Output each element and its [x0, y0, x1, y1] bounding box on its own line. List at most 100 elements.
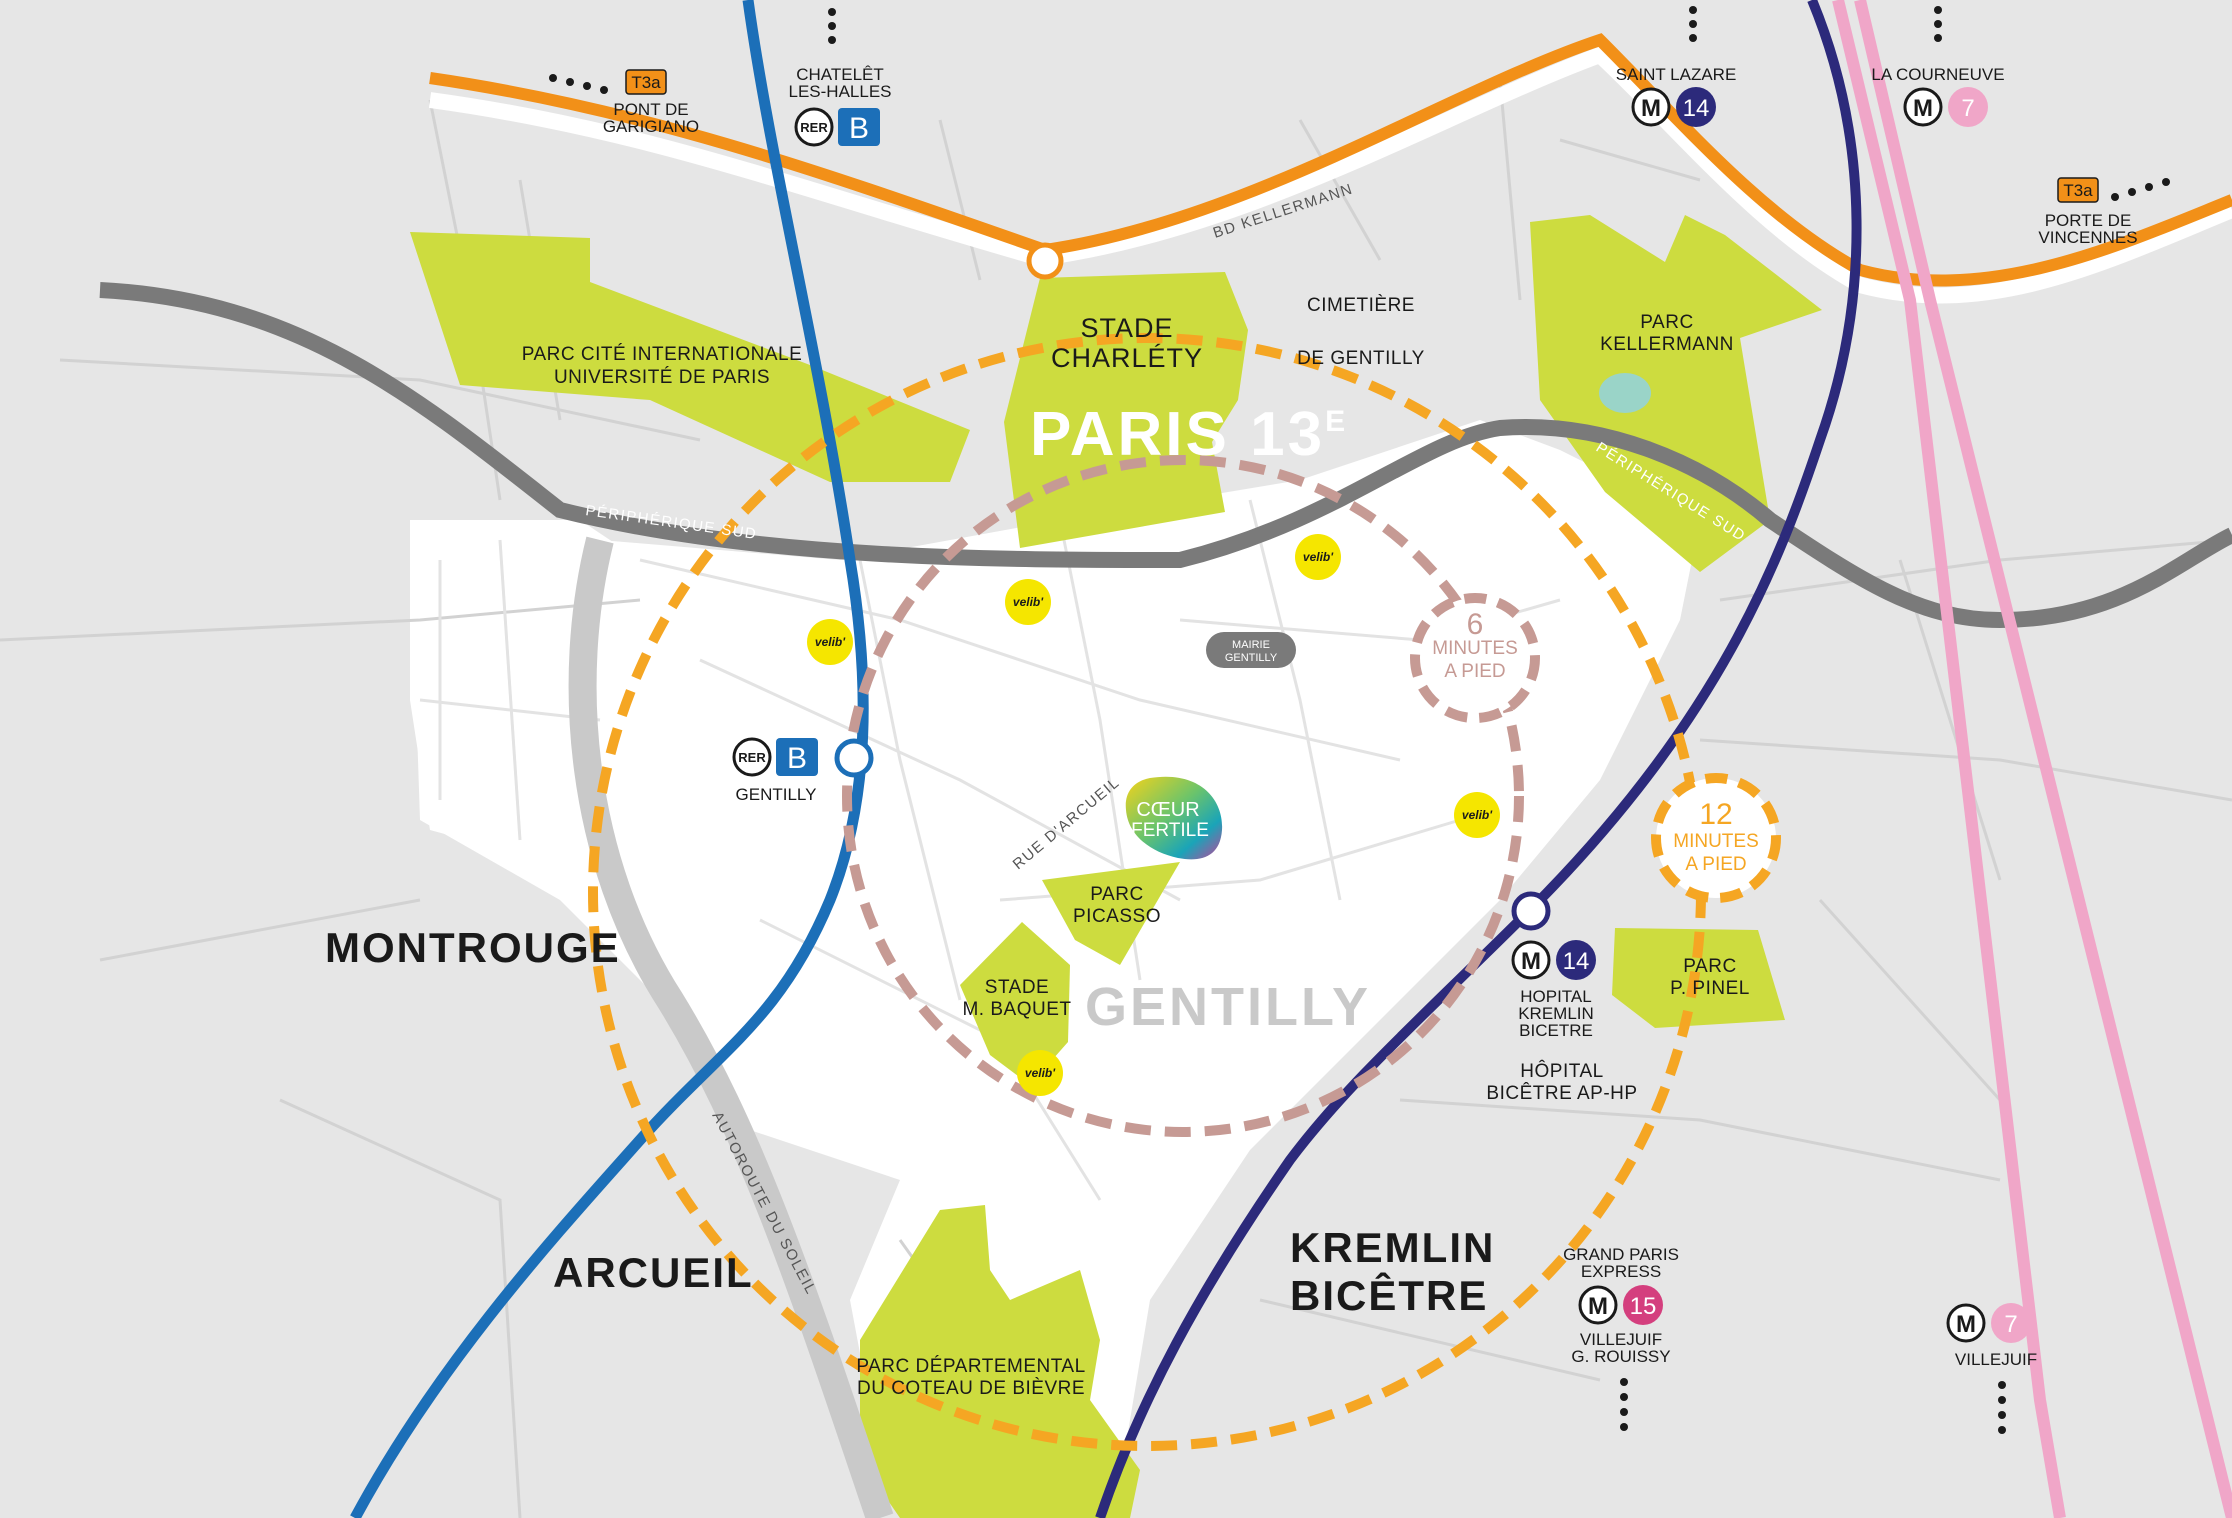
rer-line-badge — [838, 108, 880, 146]
station-tram-charlety — [1026, 242, 1064, 280]
walk-12-badge: 12 MINUTES A PIED — [1651, 773, 1781, 903]
station-label-gpe-1: GRAND PARIS — [1563, 1245, 1679, 1264]
park-label-cite-2: UNIVERSITÉ DE PARIS — [554, 367, 770, 388]
station-pont-garigliano: T3a PONT DE GARIGIANO — [603, 69, 699, 136]
station-label: LA COURNEUVE — [1871, 65, 2004, 84]
station-label-2: GARIGIANO — [603, 117, 699, 136]
velib-stations: velib' velib' velib' velib' velib' — [807, 534, 1500, 1096]
velib-icon: velib' — [807, 619, 853, 665]
city-paris: PARIS 13E — [1030, 400, 1348, 469]
metro-badge — [1903, 87, 1943, 127]
line-14-label: 14 — [1563, 948, 1590, 975]
svg-text:velib': velib' — [1462, 808, 1493, 822]
line-14-badge — [1676, 87, 1716, 127]
svg-text:velib': velib' — [1013, 595, 1044, 609]
station-saint-lazare: SAINT LAZARE M 14 — [1616, 65, 1736, 127]
station-label: VILLEJUIF — [1955, 1350, 2037, 1369]
metro-badge-label: M — [1913, 95, 1933, 122]
park-label-coteau-1: PARC DÉPARTEMENTAL — [856, 1356, 1085, 1377]
project-logo-shape — [1125, 776, 1223, 860]
park-label-charlety-1: STADE — [1080, 313, 1173, 343]
mairie-badge — [1206, 632, 1296, 668]
line-7-label: 7 — [2004, 1311, 2017, 1338]
metro-badge — [1946, 1303, 1986, 1343]
metro-badge — [1511, 940, 1551, 980]
svg-text:velib': velib' — [1303, 550, 1334, 564]
rer-badge-label: RER — [800, 120, 828, 135]
line-14-label: 14 — [1683, 95, 1710, 122]
park-label-coteau-2: DU COTEAU DE BIÈVRE — [857, 1378, 1085, 1399]
rer-badge — [732, 737, 772, 777]
station-villejuif: M 7 VILLEJUIF — [1946, 1303, 2037, 1369]
label-cimetiere-1: CIMETIÈRE — [1307, 295, 1415, 316]
walk-12-minutes: MINUTES — [1673, 831, 1759, 852]
city-montrouge: MONTROUGE — [325, 924, 621, 971]
line-7-badge — [1948, 87, 1988, 127]
park-label-picasso-1: PARC — [1090, 884, 1143, 905]
label-mairie-2: GENTILLY — [1225, 652, 1278, 664]
station-chatelet: CHATELÊT LES-HALLES RER B — [789, 65, 892, 147]
rer-line-label: B — [849, 112, 869, 145]
station-label-2: KREMLIN — [1518, 1004, 1594, 1023]
station-porte-vincennes: T3a PORTE DE VINCENNES — [2038, 177, 2138, 247]
velib-icon: velib' — [1454, 792, 1500, 838]
station-metro-kremlin — [1511, 891, 1551, 931]
station-gentilly: RER B GENTILLY — [732, 737, 818, 804]
svg-text:velib': velib' — [1025, 1066, 1056, 1080]
station-label-1: CHATELÊT — [796, 65, 884, 84]
velib-icon: velib' — [1017, 1050, 1063, 1096]
tram-badge — [625, 69, 667, 95]
park-label-baquet-2: M. BAQUET — [962, 999, 1071, 1020]
station-label-1: VILLEJUIF — [1580, 1330, 1662, 1349]
station-la-courneuve: LA COURNEUVE M 7 — [1871, 65, 2005, 127]
kellermann-pond — [1599, 373, 1651, 413]
station-label-1: PONT DE — [613, 100, 688, 119]
station-villejuif-gr: GRAND PARIS EXPRESS M 15 VILLEJUIF G. RO… — [1563, 1245, 1679, 1366]
project-marker: CŒUR FERTILE — [1125, 776, 1223, 860]
project-label-1: CŒUR — [1136, 799, 1199, 821]
tram-badge — [2057, 177, 2099, 203]
park-coteau — [860, 1205, 1140, 1518]
city-bicetre: BICÊTRE — [1290, 1271, 1488, 1319]
station-hopital-kb: M 14 HOPITAL KREMLIN BICETRE — [1511, 940, 1596, 1040]
walk-6-minutes: MINUTES — [1432, 638, 1518, 659]
tram-t3a-line — [429, 33, 2232, 287]
city-kremlin: KREMLIN — [1290, 1224, 1495, 1271]
city-paris-text: PARIS 13 — [1030, 400, 1325, 469]
walk-6-circle — [842, 455, 1524, 1137]
walk-12-number: 12 — [1699, 798, 1732, 831]
park-label-kellermann-1: PARC — [1640, 312, 1693, 333]
rer-badge — [794, 107, 834, 147]
station-label: GENTILLY — [736, 785, 817, 804]
city-arcueil: ARCUEIL — [553, 1249, 754, 1296]
walk-6-apied: A PIED — [1444, 661, 1505, 682]
park-label-kellermann-2: KELLERMANN — [1600, 334, 1734, 355]
rer-b-line — [350, 0, 869, 1518]
metro-badge — [1631, 87, 1671, 127]
walk-6-badge: 6 MINUTES A PIED — [1410, 593, 1540, 723]
label-cimetiere-2: DE GENTILLY — [1297, 348, 1425, 369]
tram-badge-label: T3a — [2063, 181, 2093, 200]
station-label-2: VINCENNES — [2038, 228, 2137, 247]
project-label-2: FERTILE — [1131, 820, 1209, 841]
metro-badge-label: M — [1956, 1311, 1976, 1338]
label-mairie-1: MAIRIE — [1232, 639, 1270, 651]
continuation-dots — [549, 6, 2170, 1434]
park-label-pinel-2: P. PINEL — [1670, 978, 1750, 999]
peripherique-sud — [99, 282, 2232, 629]
city-gentilly: GENTILLY — [1085, 977, 1371, 1037]
line-7-label: 7 — [1961, 95, 1974, 122]
label-hopital-1: HÔPITAL — [1520, 1060, 1603, 1082]
station-rer-gentilly — [834, 738, 874, 778]
station-label-2: G. ROUISSY — [1571, 1347, 1670, 1366]
park-picasso — [1042, 862, 1180, 965]
metro-badge-label: M — [1641, 95, 1661, 122]
park-label-picasso-2: PICASSO — [1073, 906, 1161, 927]
park-kellermann — [1530, 215, 1822, 572]
park-label-pinel-1: PARC — [1683, 956, 1736, 977]
line-7-badge — [1991, 1303, 2031, 1343]
city-paris-sup: E — [1325, 405, 1348, 438]
walk-6-number: 6 — [1467, 608, 1484, 641]
metro-badge-label: M — [1588, 1293, 1608, 1320]
